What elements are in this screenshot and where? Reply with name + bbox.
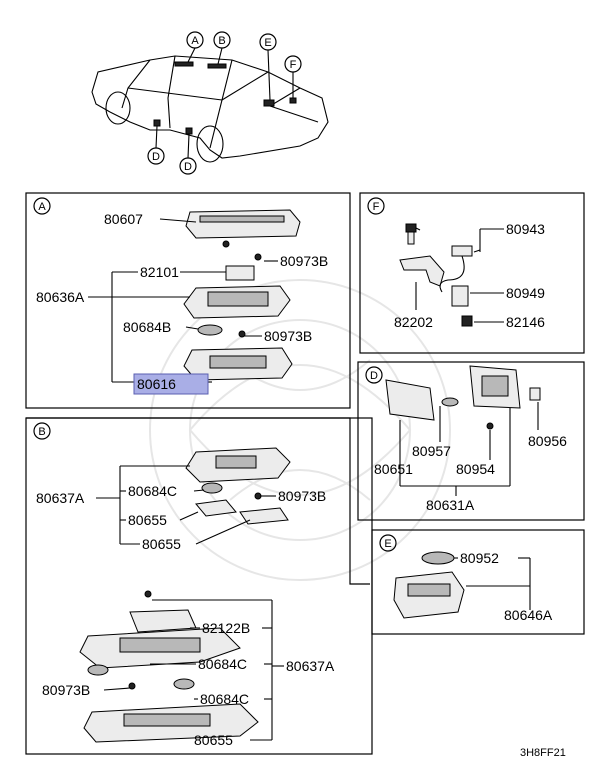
trunk-light-mark [263,99,275,107]
label-80954: 80954 [456,461,495,477]
label-80943: 80943 [506,221,545,237]
door-light-rear-mark [185,127,193,135]
svg-text:E: E [264,37,271,49]
label-80637a-b1: 80637A [36,490,85,506]
lamp-lens-shape [407,583,451,597]
label-80684b: 80684B [123,319,171,335]
lens-pattern-shape [209,355,267,369]
screw-80973b-2-shape [238,330,246,338]
label-80651: 80651 [374,461,413,477]
switch-82122b-shape [129,609,197,633]
section-f-letter: F [373,201,380,213]
watermark-emblem [149,279,451,581]
svg-text:F: F [290,59,297,71]
label-80655-b3: 80655 [194,732,233,748]
callout-e: E [259,33,277,51]
svg-text:B: B [218,35,225,47]
screw-80973b-shape [254,253,262,261]
highlight-80616 [133,373,209,395]
bulb-80684b-shape [197,324,223,336]
label-80655-b1: 80655 [128,512,167,528]
label-80973b-a2: 80973B [264,328,312,344]
lens-80655-2-shape [239,507,289,525]
connector-shape [451,245,473,257]
label-80684c-b3: 80684C [200,691,249,707]
lens-pattern-shape [123,713,211,727]
screw-top-shape [144,590,152,598]
bracket-80607-shape [185,209,301,239]
label-82122b: 82122B [202,620,250,636]
housing-recess-shape [119,637,201,653]
svg-text:D: D [184,161,192,173]
section-e-frame [371,529,585,635]
section-a-frame [25,192,351,409]
label-82146: 82146 [506,314,545,330]
callout-b: B [213,31,231,49]
label-82101: 82101 [140,264,179,280]
car-overview: A B E F D D [91,31,329,175]
callout-d-rear: D [179,157,197,175]
dome-light-b-mark [207,63,227,69]
svg-text:D: D [152,151,160,163]
bulb-80957-shape [441,397,459,407]
section-d-frame [357,361,585,521]
label-80636a: 80636A [36,289,85,305]
bulb-80684c-3-shape [173,678,195,690]
section-b-letter: B [38,426,45,438]
bulb-80684c-2-shape [87,664,109,676]
section-d: D 80957 80956 80651 80954 80631A [357,361,585,521]
label-80684c-b2: 80684C [198,656,247,672]
housing-recess-shape [481,375,509,397]
screw-shape [222,240,230,248]
screw-80973b-b2-shape [128,682,136,690]
dome-light-a-mark [174,61,194,67]
svg-text:A: A [191,35,199,47]
trunk-switch-mark [289,97,297,104]
bulb-80684c-shape [201,482,223,494]
housing-recess-shape [215,455,257,469]
bolt-80943-shape [405,223,417,233]
label-80684c-b1: 80684C [128,483,177,499]
section-a-letter: A [38,201,46,213]
section-f: F 80943 80949 82202 82146 [359,192,585,354]
callout-f: F [284,55,302,73]
lens-80655-shape [195,499,237,517]
label-80949: 80949 [506,285,545,301]
bulb-80952-shape [421,551,455,565]
label-80637a-b2: 80637A [286,658,335,674]
section-a: A 80607 82101 80973B 80636A 80684B 80973… [25,192,351,409]
screw-80954-shape [486,422,494,430]
switch-80949-shape [451,285,469,307]
label-80655-b2: 80655 [142,536,181,552]
section-e: E 80952 80646A [371,529,585,635]
bracket-82202-shape [399,255,445,287]
housing-recess-shape [207,291,269,307]
label-82202: 82202 [394,314,433,330]
nut-82146-shape [461,315,473,327]
label-80957: 80957 [412,443,451,459]
label-80956: 80956 [528,433,567,449]
label-80646a: 80646A [504,607,553,623]
door-light-front-mark [153,119,161,127]
label-80973b-a1: 80973B [280,253,328,269]
label-80973b-b1: 80973B [278,488,326,504]
label-80952: 80952 [460,550,499,566]
clip-80956-shape [529,387,541,401]
bracket-slot-shape [199,215,285,223]
label-80616[interactable]: 80616 [137,376,176,392]
section-e-letter: E [384,538,391,550]
label-80607: 80607 [104,211,143,227]
section-b: B [25,417,373,755]
section-f-frame [359,192,585,354]
label-80973b-b2: 80973B [42,682,90,698]
switch-82101-shape [225,265,255,281]
callout-d-front: D [147,147,165,165]
label-80631a: 80631A [426,497,475,513]
bolt-shank-shape [407,231,415,245]
lens-80651-shape [385,379,435,421]
callout-a: A [186,31,204,49]
diagram-code: 3H8FF21 [520,747,566,759]
section-d-letter: D [370,370,378,382]
